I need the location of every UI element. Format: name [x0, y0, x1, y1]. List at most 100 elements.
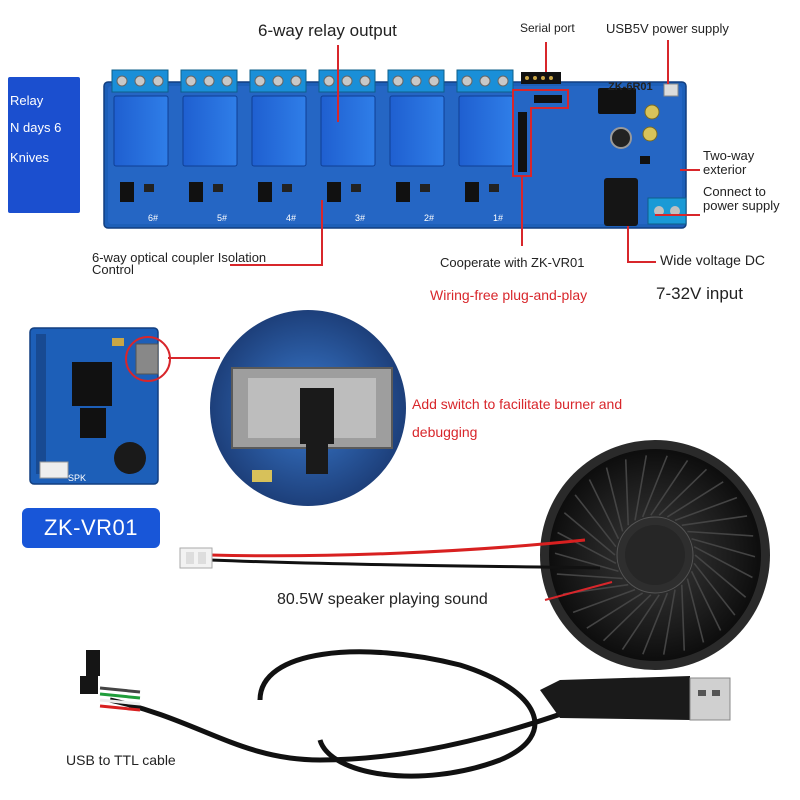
terminal-screw: [290, 75, 302, 87]
transistor: [282, 184, 292, 192]
speaker-rib: [588, 479, 620, 540]
speaker-rib: [693, 545, 753, 579]
terminal-screw: [428, 75, 440, 87]
terminal-screw: [152, 75, 164, 87]
relay-number-label: 6#: [148, 213, 159, 223]
switch-label-1: Add switch to facilitate burner and: [412, 396, 623, 412]
terminal-screw: [185, 75, 197, 87]
speaker-rib: [650, 460, 689, 516]
speaker-rib: [662, 589, 676, 655]
speaker-rib: [680, 584, 686, 651]
terminal-screw: [497, 75, 509, 87]
speaker-rib: [693, 562, 736, 616]
speaker-rib: [687, 530, 754, 537]
terminal-screw: [410, 75, 422, 87]
relay-body: [113, 95, 169, 167]
speaker-rib: [658, 468, 708, 516]
usb-ttl-cable: [80, 649, 641, 779]
optocoupler-label-1: 6-way optical coupler Isolation: [92, 250, 267, 265]
relay-number-label: 4#: [286, 213, 297, 223]
speaker-rib: [605, 467, 624, 532]
two-way-label-1: Two-way: [703, 148, 755, 163]
serial-port-label: Serial port: [520, 21, 575, 35]
speaker-rib: [624, 459, 630, 526]
speaker-rib: [641, 455, 668, 518]
connect-label-2: power supply: [703, 198, 780, 213]
speaker-rib: [690, 570, 722, 631]
optocoupler-chip: [465, 182, 479, 202]
speaker-rib: [621, 594, 660, 650]
voltage-range-label: 7-32V input: [656, 284, 743, 303]
zk-vr01-badge: ZK-VR01: [22, 508, 160, 548]
terminal-screw: [323, 75, 335, 87]
terminal-screw: [272, 75, 284, 87]
terminal-screw: [359, 75, 371, 87]
usb-power-label: USB5V power supply: [606, 21, 729, 36]
speaker-rib: [557, 531, 617, 565]
speaker-rib: [686, 578, 705, 643]
board-model-label: ZK-6R01: [608, 81, 653, 93]
speaker: [540, 440, 770, 670]
relay-body: [389, 95, 445, 167]
cooperate-label: Cooperate with ZK-VR01: [440, 255, 585, 270]
speaker-callout-line: [544, 581, 613, 601]
relay-unit: [456, 69, 514, 202]
relay-unit: [387, 69, 445, 202]
speaker-rib: [694, 554, 747, 598]
terminal-screw: [461, 75, 473, 87]
optocoupler-chip: [327, 182, 341, 202]
serial-header: [521, 72, 561, 84]
relay-number-label: 3#: [355, 213, 366, 223]
transistor: [420, 184, 430, 192]
speaker-rib: [574, 494, 617, 548]
terminal-screw: [221, 75, 233, 87]
relay-body: [182, 95, 238, 167]
optocoupler-chip: [396, 182, 410, 202]
speaker-rib: [602, 594, 652, 642]
relay-output-label: 6-way relay output: [258, 21, 397, 40]
transistor: [144, 184, 154, 192]
transistor: [351, 184, 361, 192]
spk-label: SPK: [68, 473, 87, 483]
speaker-rib: [563, 512, 616, 556]
optocoupler-chip: [189, 182, 203, 202]
speaker-rib: [681, 515, 748, 527]
speaker-wire: [179, 538, 601, 570]
terminal-screw: [479, 75, 491, 87]
speaker-rib: [634, 455, 648, 521]
badge-line-1: Relay: [10, 93, 44, 108]
terminal-screw: [134, 75, 146, 87]
speaker-label: 80.5W speaker playing sound: [277, 591, 488, 608]
usb-ttl-label: USB to TTL cable: [66, 752, 176, 768]
switch-label-2: debugging: [412, 424, 478, 440]
speaker-rib: [666, 481, 724, 518]
speaker-rib: [674, 496, 738, 522]
relay-number-label: 2#: [424, 213, 435, 223]
zk-vr01-module: [29, 327, 171, 485]
terminal-screw: [116, 75, 128, 87]
optocoupler-chip: [258, 182, 272, 202]
relay-body: [320, 95, 376, 167]
usb-plug: [540, 676, 731, 721]
speaker-rib: [572, 588, 636, 614]
badge-line-2: N days 6: [10, 120, 62, 135]
badge-line-3: Knives: [10, 150, 50, 165]
transistor: [489, 184, 499, 192]
connect-label-1: Connect to: [703, 184, 766, 199]
speaker-rib: [556, 573, 623, 580]
wide-voltage-label: Wide voltage DC: [660, 252, 766, 268]
product-badge: Relay N days 6 Knives: [8, 77, 80, 213]
terminal-screw: [392, 75, 404, 87]
callout-lines: [230, 40, 700, 266]
wiring-free-label: Wiring-free plug-and-play: [430, 287, 588, 303]
optocoupler-chip: [120, 182, 134, 202]
relay-body: [251, 95, 307, 167]
relay-number-label: 1#: [493, 213, 504, 223]
speaker-rib: [554, 552, 619, 573]
relay-unit: [249, 69, 307, 202]
transistor: [213, 184, 223, 192]
terminal-screw: [254, 75, 266, 87]
switch-zoom-circle: [210, 310, 406, 506]
terminal-screw: [341, 75, 353, 87]
